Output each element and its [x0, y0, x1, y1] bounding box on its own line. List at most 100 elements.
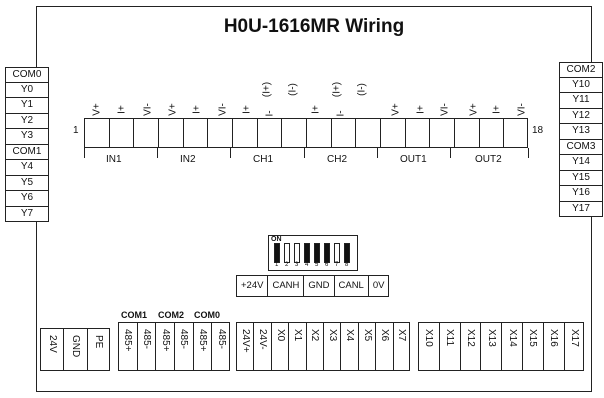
output-terminal-cell: Y1 [5, 98, 49, 114]
output-terminal-cell: Y3 [5, 129, 49, 145]
dip-switch-number: 7 [335, 262, 339, 268]
rs485-terminal-cell [138, 323, 157, 370]
dip-switch-toggle[interactable] [314, 243, 320, 263]
analog-pin-label: (I+) [331, 81, 343, 98]
analog-terminal-cell [307, 119, 332, 147]
dip-switch-number: 5 [315, 262, 319, 268]
rs485-com-divider [155, 322, 191, 323]
analog-pin-label: (I+) [261, 81, 273, 98]
input-terminal-right-label: X12 [465, 329, 476, 347]
input-terminal-left-label: X7 [396, 329, 408, 342]
power-terminal-group: 24V GND PE [40, 328, 110, 371]
analog-terminal-cell [332, 119, 357, 147]
rs485-terminal-cell [156, 323, 176, 370]
input-terminal-right-cell [440, 323, 461, 370]
analog-terminal-cell [480, 119, 505, 147]
analog-group-label: CH2 [327, 154, 348, 165]
analog-group-label: CH1 [253, 154, 274, 165]
dip-switch-number: 1 [275, 262, 279, 268]
input-terminal-left-label: 24V- [257, 329, 269, 350]
rs485-terminal-group: 485+485-485+485-485+485- [118, 322, 230, 371]
analog-group-label: OUT2 [475, 154, 502, 165]
analog-pin-label: I- [335, 110, 347, 117]
dip-switch-toggle[interactable] [334, 243, 340, 263]
output-terminal-cell: Y6 [5, 191, 49, 207]
output-terminal-cell: COM0 [5, 67, 49, 83]
input-terminal-left-label: X3 [326, 329, 338, 342]
power-terminal-label: GND [69, 335, 81, 358]
analog-terminal-cell [356, 119, 381, 147]
group-divider [450, 148, 451, 158]
input-terminal-left-label: X1 [291, 329, 303, 342]
rs485-terminal-label: 485- [178, 329, 190, 350]
pin-number-start: 1 [73, 125, 79, 136]
group-divider [157, 148, 158, 158]
rs485-com-label: COM2 [158, 310, 185, 320]
output-terminal-cell: Y4 [5, 160, 49, 176]
input-terminal-left-cell [359, 323, 377, 370]
power-terminal-label: PE [93, 335, 105, 349]
dip-switch-toggle[interactable] [284, 243, 290, 263]
dip-switch-toggle[interactable] [274, 243, 280, 263]
analog-pin-label: V+ [167, 103, 179, 116]
dip-switch-number: 4 [305, 262, 309, 268]
analog-terminal-cell [455, 119, 480, 147]
rs485-terminal-cell [119, 323, 138, 370]
rs485-terminal-label: 485- [141, 329, 153, 350]
power-terminal-cell [64, 329, 88, 370]
input-terminal-left-label: X2 [309, 329, 321, 342]
analog-terminal-cell [159, 119, 184, 147]
input-terminal-left-cell [376, 323, 394, 370]
input-terminal-left-cell [237, 323, 255, 370]
input-terminal-right-label: X14 [506, 329, 518, 347]
dip-switch-number: 2 [285, 262, 289, 268]
analog-terminal-cell [258, 119, 283, 147]
analog-pin-label: I+ [191, 105, 203, 114]
input-terminal-left-cell [289, 323, 307, 370]
input-terminal-left-label: X5 [361, 329, 373, 342]
output-terminal-cell: Y14 [559, 155, 603, 171]
analog-pin-label: VI- [516, 103, 528, 116]
pin-number-end: 18 [532, 125, 544, 136]
page-title: H0U-1616MR Wiring [223, 16, 405, 37]
rs485-terminal-label: 485+ [122, 329, 134, 352]
rs485-terminal-label: 485- [215, 329, 227, 350]
analog-terminal-cell [406, 119, 431, 147]
analog-pin-label: I+ [415, 105, 427, 114]
power-terminal-label: 24V [46, 335, 58, 353]
output-terminal-cell: Y10 [559, 77, 603, 93]
rs485-terminal-cell [175, 323, 194, 370]
analog-pin-label: I+ [310, 105, 322, 114]
analog-terminal-strip [84, 118, 528, 148]
analog-pin-label: (I-) [287, 83, 299, 96]
input-terminal-left-label: X0 [274, 329, 286, 342]
output-terminal-cell: Y16 [559, 186, 603, 202]
dip-switch-toggle[interactable] [304, 243, 310, 263]
output-terminal-cell: Y13 [559, 124, 603, 140]
output-terminal-cell: Y15 [559, 170, 603, 186]
dip-switch-number: 6 [325, 262, 329, 268]
output-terminal-cell: COM2 [559, 62, 603, 78]
analog-pin-label: VI- [142, 103, 154, 116]
input-terminal-left-cell [272, 323, 290, 370]
analog-pin-label: V+ [390, 103, 402, 116]
output-terminal-cell: Y2 [5, 113, 49, 129]
analog-pin-label: V+ [468, 103, 480, 116]
rs485-com-divider [118, 322, 154, 323]
dip-switch-toggle[interactable] [324, 243, 330, 263]
dip-switch-toggle[interactable] [294, 243, 300, 263]
analog-terminal-cell [134, 119, 159, 147]
input-terminal-left-cell [324, 323, 342, 370]
can-terminal-cell: GND [303, 275, 334, 297]
dip-switch-toggle[interactable] [344, 243, 350, 263]
input-terminal-left-label: 24V+ [239, 329, 251, 353]
analog-terminal-cell [233, 119, 258, 147]
group-divider [84, 148, 85, 158]
analog-terminal-cell [381, 119, 406, 147]
output-terminal-cell: COM3 [559, 139, 603, 155]
input-terminal-right-label: X13 [485, 329, 497, 347]
power-terminal-cell [41, 329, 65, 370]
